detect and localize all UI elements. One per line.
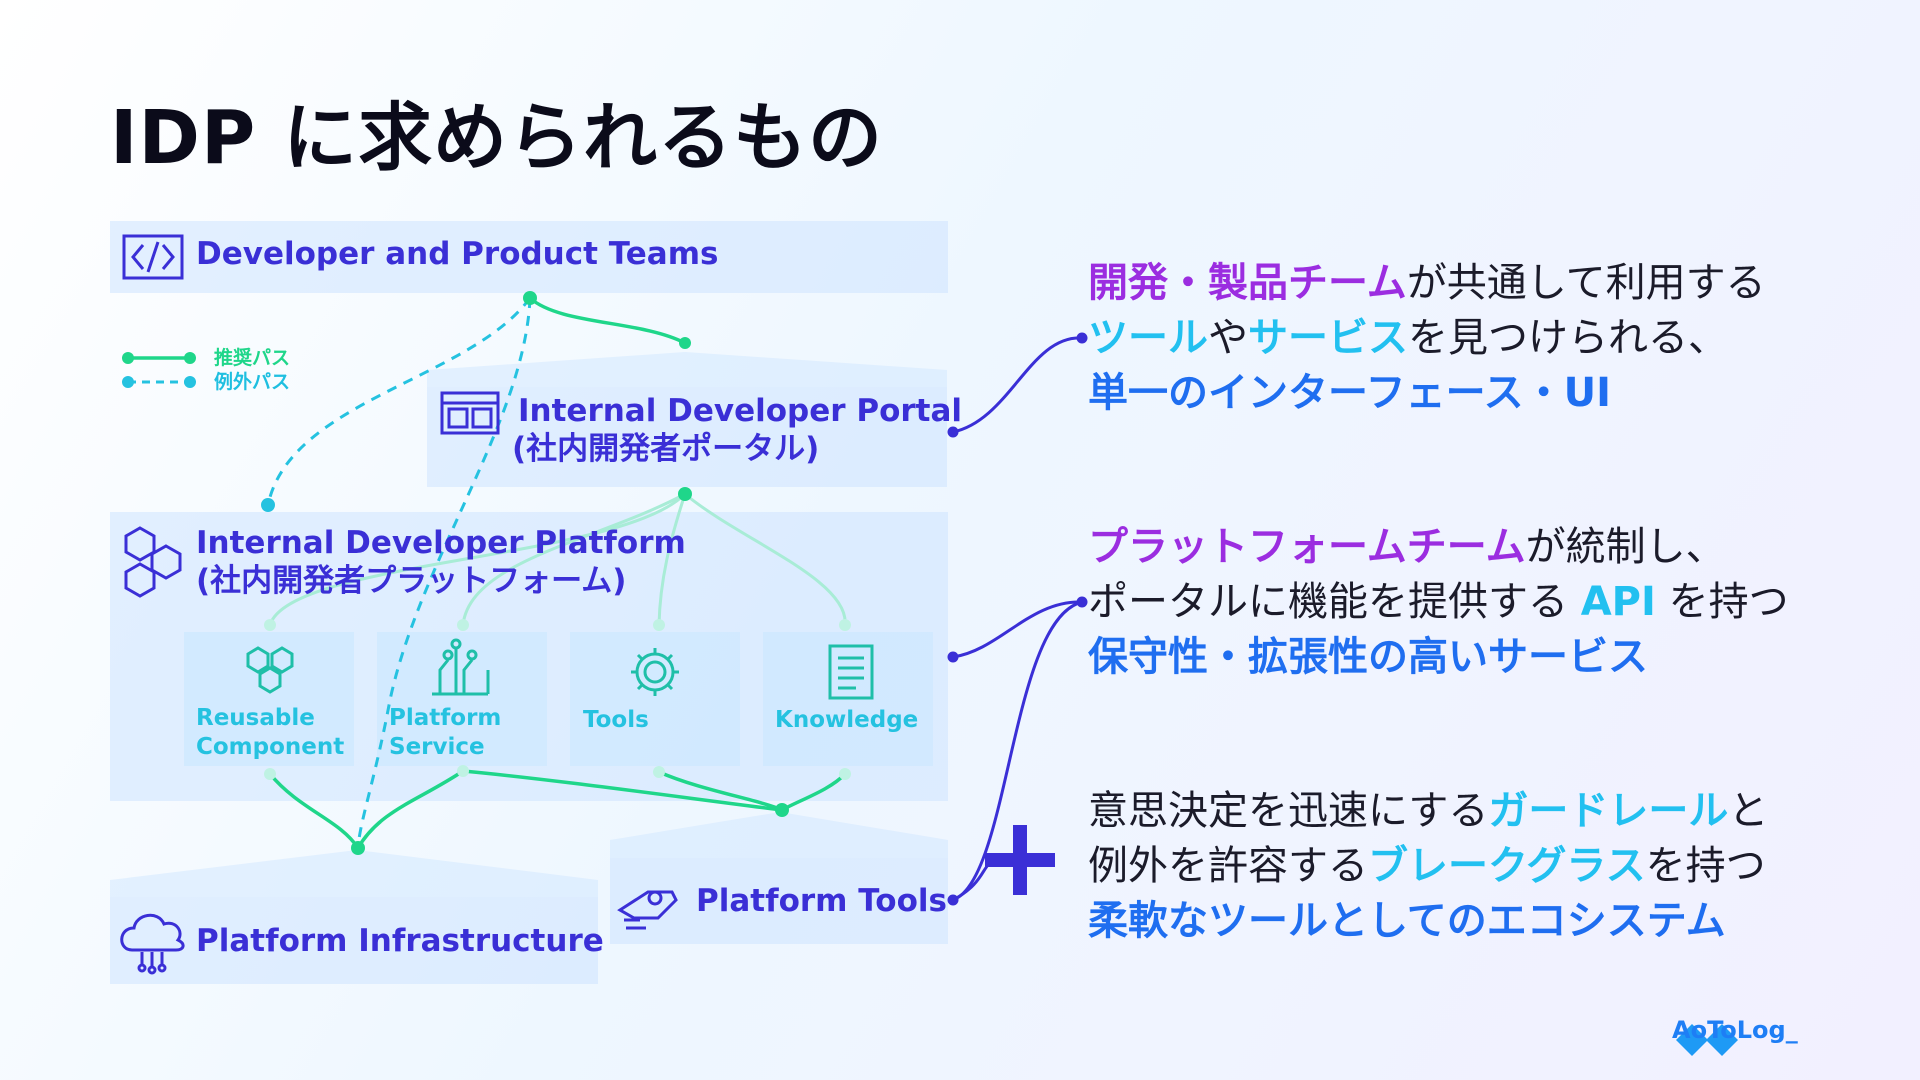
gear-icon xyxy=(631,648,679,696)
component-label-line2: Service xyxy=(389,734,485,760)
platform-desc-text: を持つ xyxy=(1655,579,1789,625)
cloud-icon xyxy=(120,913,185,975)
legend-recommended: 推奨パス xyxy=(214,347,291,369)
platform-desc-line1: プラットフォームチームが統制し、 xyxy=(1088,520,1726,575)
logo-mark xyxy=(1676,1024,1738,1056)
code-icon xyxy=(122,234,184,280)
tools-desc-line3: 柔軟なツールとしてのエコシステム xyxy=(1088,898,1726,944)
portal-box-cap xyxy=(427,352,947,387)
path-nodes xyxy=(351,291,789,855)
brand-logo: AoToLog_ xyxy=(1672,1016,1798,1044)
teams-label: Developer and Product Teams xyxy=(196,236,719,272)
component-label-line1: Platform xyxy=(389,705,502,731)
portal-desc-line3: 単一のインターフェース・UI xyxy=(1088,370,1611,416)
exception-node xyxy=(261,498,275,512)
platform-tools-box-cap xyxy=(610,812,948,858)
platform-tools-label: Platform Tools xyxy=(696,883,947,919)
tools-desc-text: と xyxy=(1728,788,1769,834)
component-label-line1: Tools xyxy=(583,707,649,733)
component-label-service: Platform Service xyxy=(389,704,501,762)
tools-desc-line2: 例外を許容するブレークグラスを持つ xyxy=(1088,839,1766,894)
portal-label-line2: (社内開発者ポータル) xyxy=(512,431,820,467)
circuit-icon xyxy=(432,638,490,696)
component-nodes xyxy=(264,619,851,780)
portal-desc-text: が共通して利用する xyxy=(1406,260,1766,306)
tools-hand-icon xyxy=(617,890,678,930)
component-label-reusable: Reusable Component xyxy=(196,704,344,762)
platform-desc-text: ポータルに機能を提供する xyxy=(1088,579,1581,625)
page-title: IDP に求められるもの xyxy=(110,95,883,181)
portal-label-line1: Internal Developer Portal xyxy=(518,393,963,429)
tools-desc-highlight: ブレークグラス xyxy=(1368,843,1646,889)
platform-desc-line3: 保守性・拡張性の高いサービス xyxy=(1088,634,1648,680)
portal-desc-text: を見つけられる、 xyxy=(1408,315,1728,361)
teams-box xyxy=(110,221,948,293)
portal-desc-line2: ツールやサービスを見つけられる、 xyxy=(1088,311,1728,366)
component-label-tools: Tools xyxy=(583,706,649,735)
platform-desc-highlight: API xyxy=(1580,579,1656,625)
infrastructure-box-cap xyxy=(110,850,598,897)
portal-desc-line1: 開発・製品チームが共通して利用する xyxy=(1088,256,1766,311)
text-connectors xyxy=(952,336,1083,902)
infrastructure-box xyxy=(110,897,598,984)
legend-exception: 例外パス xyxy=(214,371,291,393)
portal-desc-highlight: ツール xyxy=(1088,315,1208,361)
cubes-icon xyxy=(246,646,294,694)
platform-label-line2: (社内開発者プラットフォーム) xyxy=(196,563,627,599)
component-label-line1: Knowledge xyxy=(775,707,919,733)
portal-desc-highlight: サービス xyxy=(1248,315,1408,361)
component-label-line2: Component xyxy=(196,734,345,760)
portal-box xyxy=(427,387,947,487)
tools-desc-text: を持つ xyxy=(1645,843,1766,889)
hexagons-icon xyxy=(124,526,182,598)
tools-desc-text: 意思決定を迅速にする xyxy=(1088,788,1489,834)
portal-to-components xyxy=(268,492,847,626)
portal-label: Internal Developer Portal (社内開発者ポータル) xyxy=(512,392,963,468)
component-label-knowledge: Knowledge xyxy=(775,706,918,735)
portal-desc-highlight: 開発・製品チーム xyxy=(1088,260,1407,306)
text-connector-dots xyxy=(947,332,1088,906)
plus-icon xyxy=(985,825,1055,895)
tools-desc-line1: 意思決定を迅速にするガードレールと xyxy=(1088,784,1768,839)
portal-window-icon xyxy=(440,391,500,435)
component-box-service xyxy=(377,632,547,766)
platform-label: Internal Developer Platform (社内開発者プラットフォ… xyxy=(196,524,686,600)
legend-lines xyxy=(122,352,196,388)
platform-label-line1: Internal Developer Platform xyxy=(196,525,686,561)
infrastructure-label: Platform Infrastructure xyxy=(196,923,604,959)
portal-desc-text: や xyxy=(1208,315,1248,361)
platform-desc-text: が統制し、 xyxy=(1525,524,1726,570)
exception-paths xyxy=(266,297,532,849)
document-icon xyxy=(828,644,874,700)
platform-desc-highlight: プラットフォームチーム xyxy=(1088,524,1526,570)
platform-desc-line2: ポータルに機能を提供する API を持つ xyxy=(1088,575,1789,630)
tools-desc-text: 例外を許容する xyxy=(1088,843,1368,889)
component-label-line1: Reusable xyxy=(196,705,315,731)
tools-desc-highlight: ガードレール xyxy=(1488,788,1729,834)
platform-tools-box xyxy=(610,858,948,944)
